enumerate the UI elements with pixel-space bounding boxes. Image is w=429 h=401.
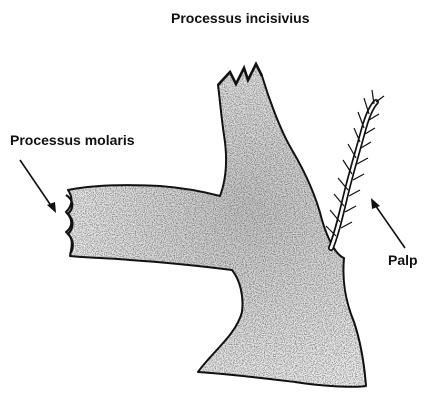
label-palp: Palp <box>388 252 418 268</box>
label-processus-molaris: Processus molaris <box>10 132 135 148</box>
arrow-molaris <box>20 160 56 213</box>
molar-surface-detail <box>66 195 73 254</box>
palp <box>326 90 384 248</box>
arrow-palp <box>371 198 405 248</box>
label-processus-incisivius: Processus incisivius <box>171 10 310 26</box>
